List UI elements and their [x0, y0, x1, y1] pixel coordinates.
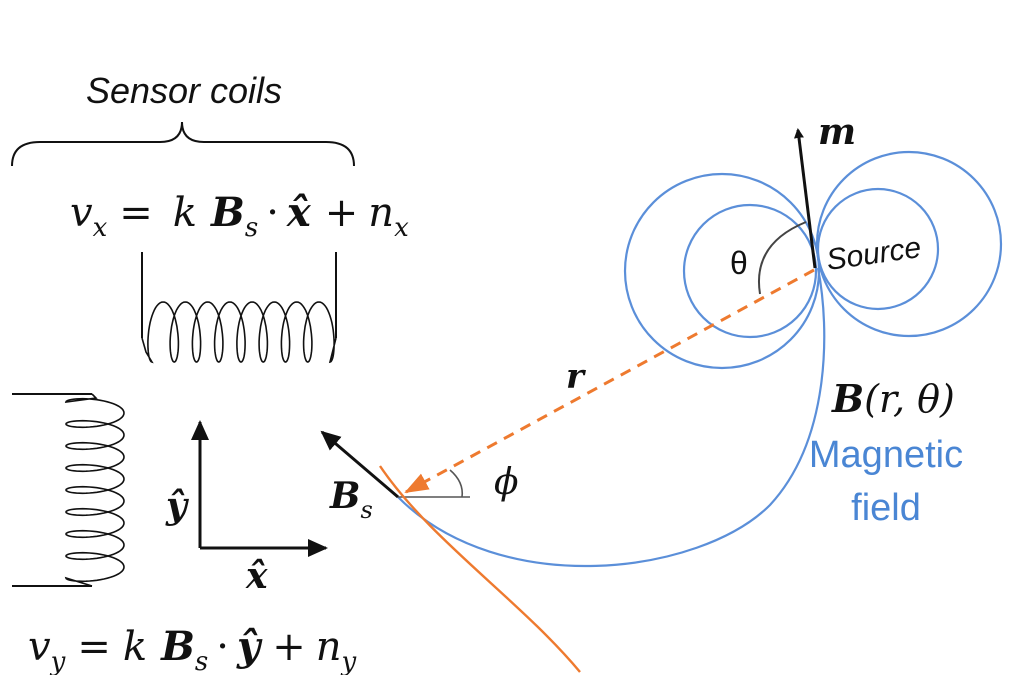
phi-label: ϕ [494, 462, 519, 503]
field-loop-left-outer [623, 172, 821, 370]
sensor-coil-y [12, 393, 125, 587]
sensor-coil-x [141, 252, 337, 364]
bs-vector [320, 430, 399, 499]
field-loop-left-inner [682, 203, 818, 339]
theta-label: θ [730, 245, 748, 281]
source-label: Source [824, 231, 923, 277]
field-label: field [851, 487, 921, 529]
theta-arc [758, 221, 807, 295]
magnetic-label: Magnetic [809, 434, 963, 476]
dipole-field-lines [397, 150, 1003, 568]
field-loop-right-outer [815, 150, 1003, 338]
r-label: r [566, 357, 586, 397]
sensor-coils-brace [11, 121, 355, 167]
tangent-line [379, 465, 581, 673]
sensor-coils-label: Sensor coils [86, 70, 282, 111]
radius-vector [404, 268, 815, 494]
axes: ŷ x̂ [165, 420, 328, 597]
moment-label: m [818, 111, 856, 153]
magnetic-moment-arrow [794, 128, 817, 269]
field-line-large [397, 267, 826, 568]
x-hat-label: x̂ [245, 555, 268, 597]
bs-label: Bs [329, 475, 373, 524]
b-field-label: B(r, θ) [831, 376, 955, 421]
y-hat-label: ŷ [165, 485, 189, 527]
phi-arc [449, 469, 464, 498]
